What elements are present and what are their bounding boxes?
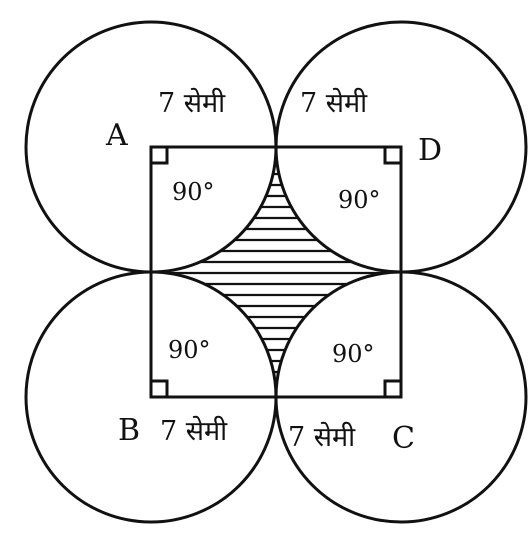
side-label-bottom-left: 7 सेमी bbox=[160, 415, 228, 447]
angle-label-d: 90° bbox=[338, 186, 381, 214]
side-label-bottom-right: 7 सेमी bbox=[288, 421, 356, 453]
right-angle-marker-a bbox=[151, 147, 169, 165]
vertex-label-c: C bbox=[392, 421, 415, 456]
angle-label-b: 90° bbox=[168, 336, 211, 364]
side-label-top-right: 7 सेमी bbox=[300, 87, 368, 119]
square-abcd bbox=[149, 145, 403, 399]
angle-label-c: 90° bbox=[332, 340, 375, 368]
right-angle-marker-d bbox=[383, 147, 401, 165]
vertex-label-d: D bbox=[418, 133, 442, 168]
side-label-top-left: 7 सेमी bbox=[158, 87, 226, 119]
vertex-label-a: A bbox=[105, 118, 128, 153]
right-angle-marker-b bbox=[151, 379, 169, 397]
right-angle-marker-c bbox=[383, 379, 401, 397]
vertex-label-b: B bbox=[118, 413, 140, 448]
angle-label-a: 90° bbox=[172, 178, 215, 206]
